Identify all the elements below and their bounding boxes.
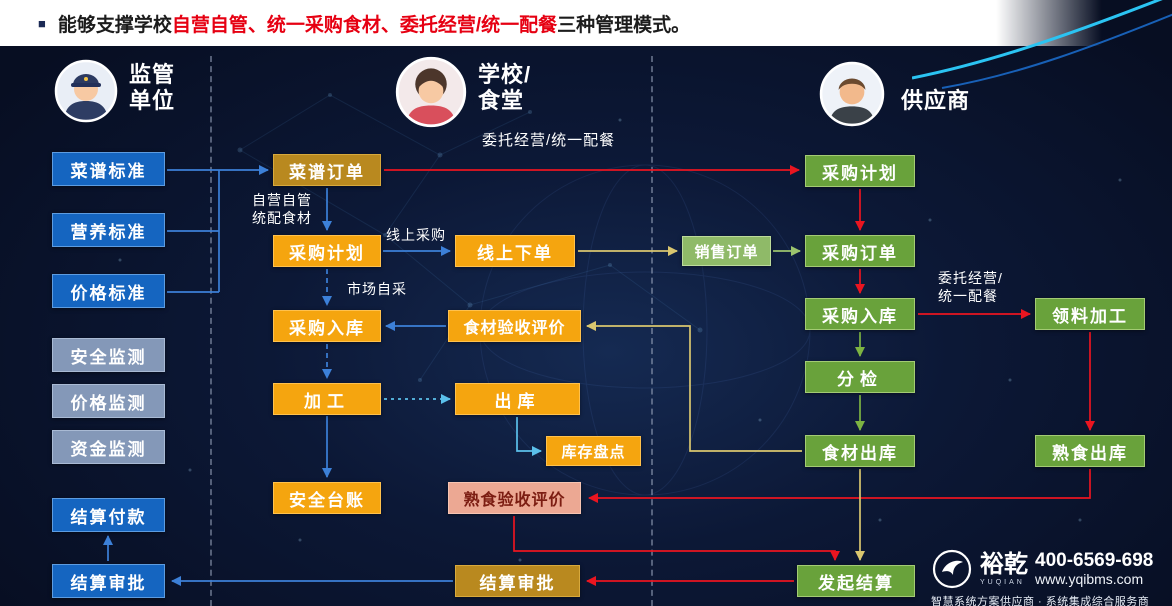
lane-title-supplier: 供应商	[901, 88, 971, 113]
website-url: www.yqibms.com	[1035, 571, 1144, 588]
supervisor-avatar	[54, 59, 118, 123]
edge-label-self-operate: 自营自管 统配食材	[252, 192, 312, 227]
node-material-processing: 领料加工	[1035, 298, 1145, 330]
node-settlement-payment: 结算付款	[52, 498, 165, 532]
brand-subtitle: YUQIAN	[980, 578, 1025, 586]
brand-name: 裕乾	[980, 550, 1028, 578]
node-outbound: 出库	[455, 383, 580, 415]
node-purchase-plan-supplier: 采购计划	[805, 155, 915, 187]
node-safety-monitor: 安全监测	[52, 338, 165, 372]
brand-logo-icon	[932, 549, 972, 589]
police-officer-icon	[64, 74, 108, 121]
title-bullet: ■	[38, 15, 46, 31]
node-online-order: 线上下单	[455, 235, 575, 267]
supplier-avatar	[819, 61, 885, 127]
lane-separator-1	[210, 56, 212, 606]
node-food-acceptance: 食材验收评价	[448, 310, 581, 342]
title-text-prefix: 能够支撑学校	[57, 14, 172, 36]
node-settlement-approval-school: 结算审批	[455, 565, 580, 597]
node-price-monitor: 价格监测	[52, 384, 165, 418]
edge-label-online-purchase: 线上采购	[386, 227, 446, 243]
node-nutrition-standard: 营养标准	[52, 213, 165, 247]
node-sorting: 分检	[805, 361, 915, 393]
edge-label-market-purchase: 市场自采	[347, 281, 407, 297]
node-initiate-settlement: 发起结算	[797, 565, 915, 597]
node-purchase-inbound-school: 采购入库	[273, 310, 381, 342]
school-avatar	[395, 56, 467, 128]
node-processing: 加工	[273, 383, 381, 415]
node-purchase-plan-school: 采购计划	[273, 235, 381, 267]
node-cooked-acceptance: 熟食验收评价	[448, 482, 581, 514]
brand-tagline: 智慧系统方案供应商 · 系统集成综合服务商	[931, 596, 1150, 606]
contact-block: 400-6569-698 www.yqibms.com	[1035, 549, 1154, 588]
node-sales-order: 销售订单	[682, 236, 771, 266]
node-inventory-check: 库存盘点	[546, 436, 641, 466]
edge-label-entrust-top: 委托经营/统一配餐	[482, 132, 616, 149]
lane-title-school: 学校/ 食堂	[478, 62, 532, 114]
node-purchase-inbound-supplier: 采购入库	[805, 298, 915, 330]
title-text-suffix: 三种管理模式。	[557, 14, 691, 36]
node-settlement-approval-supervisor: 结算审批	[52, 564, 165, 598]
lane-title-supervisor: 监管 单位	[129, 62, 176, 114]
node-purchase-order: 采购订单	[805, 235, 915, 267]
node-price-standard: 价格标准	[52, 274, 165, 308]
footer-brand-block: 裕乾 YUQIAN 400-6569-698 www.yqibms.com 智慧…	[931, 548, 1172, 606]
brand-lockup: 裕乾 YUQIAN	[980, 550, 1028, 586]
phone-number: 400-6569-698	[1035, 549, 1154, 571]
node-menu-standard: 菜谱标准	[52, 152, 165, 186]
node-cooked-outbound: 熟食出库	[1035, 435, 1145, 467]
node-fund-monitor: 资金监测	[52, 430, 165, 464]
node-menu-order: 菜谱订单	[273, 154, 381, 186]
title-text-highlight: 自营自管、统一采购食材、委托经营/统一配餐	[171, 14, 558, 36]
edge-label-entrust-right: 委托经营/ 统一配餐	[938, 270, 1003, 305]
title-bar: ■ 能够支撑学校 自营自管、统一采购食材、委托经营/统一配餐 三种管理模式。	[0, 0, 1172, 46]
lane-separator-2	[651, 56, 653, 606]
node-food-outbound: 食材出库	[805, 435, 915, 467]
node-safety-ledger: 安全台账	[273, 482, 381, 514]
